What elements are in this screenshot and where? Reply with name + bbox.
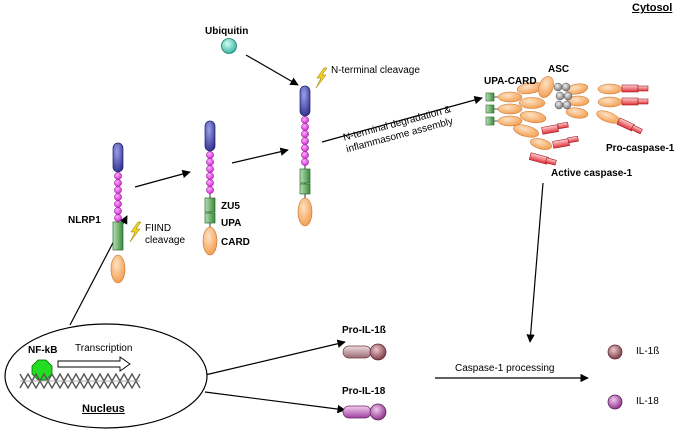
inflammasome-complex [485, 76, 649, 166]
il18-label: IL-18 [636, 396, 659, 407]
transcription-label: Transcription [75, 343, 133, 354]
arrow-to-assembly [321, 95, 483, 143]
zu5-label: ZU5 [221, 201, 240, 212]
card-label: CARD [221, 237, 250, 248]
arrow-to-active-caspase [526, 182, 544, 343]
pro-caspase-cluster [596, 83, 649, 135]
pro-il1b-label: Pro-IL-1ß [342, 325, 386, 336]
zu5-domain [299, 168, 311, 184]
nlrp1-full-length [110, 142, 142, 284]
il1b-icon [607, 344, 623, 360]
lightning-icon [315, 67, 328, 89]
cytosol-label: Cytosol [632, 2, 673, 14]
nlrp1-label: NLRP1 [68, 215, 101, 226]
arrow-nucleus-to-pro-il18 [204, 391, 346, 414]
il1b-label: IL-1ß [636, 346, 660, 357]
dna-helix [19, 372, 141, 390]
pro-caspase-label: Pro-caspase-1 [606, 143, 675, 154]
asc-label: ASC [548, 64, 570, 75]
arrow-fiind-to-ub [231, 147, 289, 164]
lrr-repeats [206, 151, 214, 194]
nbd-domain [204, 120, 216, 152]
pro-il1b-icon [342, 343, 387, 361]
transcription-arrow [57, 356, 131, 372]
active-caspase-cluster [528, 121, 579, 166]
pro-il18-icon [342, 403, 387, 421]
lightning-icon [129, 221, 142, 243]
caspase-processing-label: Caspase-1 processing [455, 363, 555, 374]
lrr-repeats [301, 116, 309, 166]
nbd-domain [112, 142, 124, 173]
asc-icon [553, 82, 573, 110]
active-caspase-label: Active caspase-1 [551, 168, 633, 179]
nlrp1-cleaved [202, 120, 218, 256]
lrr-repeats [114, 172, 122, 222]
card-domain [202, 226, 218, 256]
nucleus [4, 323, 208, 429]
card-cluster [513, 76, 590, 150]
arrow-ubiquitin [245, 54, 299, 86]
il18-icon [607, 394, 623, 410]
zu5-domain [204, 197, 216, 213]
fiind-domain [112, 221, 124, 251]
pro-il18-label: Pro-IL-18 [342, 386, 386, 397]
nfkb-label: NF-kB [28, 345, 58, 356]
nterm-cleavage-label: N-terminal cleavage [331, 65, 420, 76]
arrow-nlrp1-to-fiind [134, 169, 191, 188]
card-domain [297, 197, 313, 227]
nlrp1-nterm-cleavage [297, 67, 328, 227]
upa-card-label: UPA-CARD [484, 76, 537, 87]
card-domain [110, 254, 126, 284]
upa-label: UPA [221, 218, 242, 229]
fiind-cleavage-label: FIIND cleavage [145, 223, 186, 246]
upa-card-stack [485, 91, 523, 127]
upa-domain [299, 183, 311, 195]
arrow-nucleus-to-pro-il1b [204, 339, 346, 376]
upa-domain [204, 212, 216, 224]
ubiquitin-label: Ubiquitin [205, 26, 249, 37]
arrows [69, 54, 589, 414]
nbd-domain [299, 85, 311, 117]
nucleus-label: Nucleus [82, 403, 125, 415]
ubiquitin-icon [221, 38, 237, 54]
